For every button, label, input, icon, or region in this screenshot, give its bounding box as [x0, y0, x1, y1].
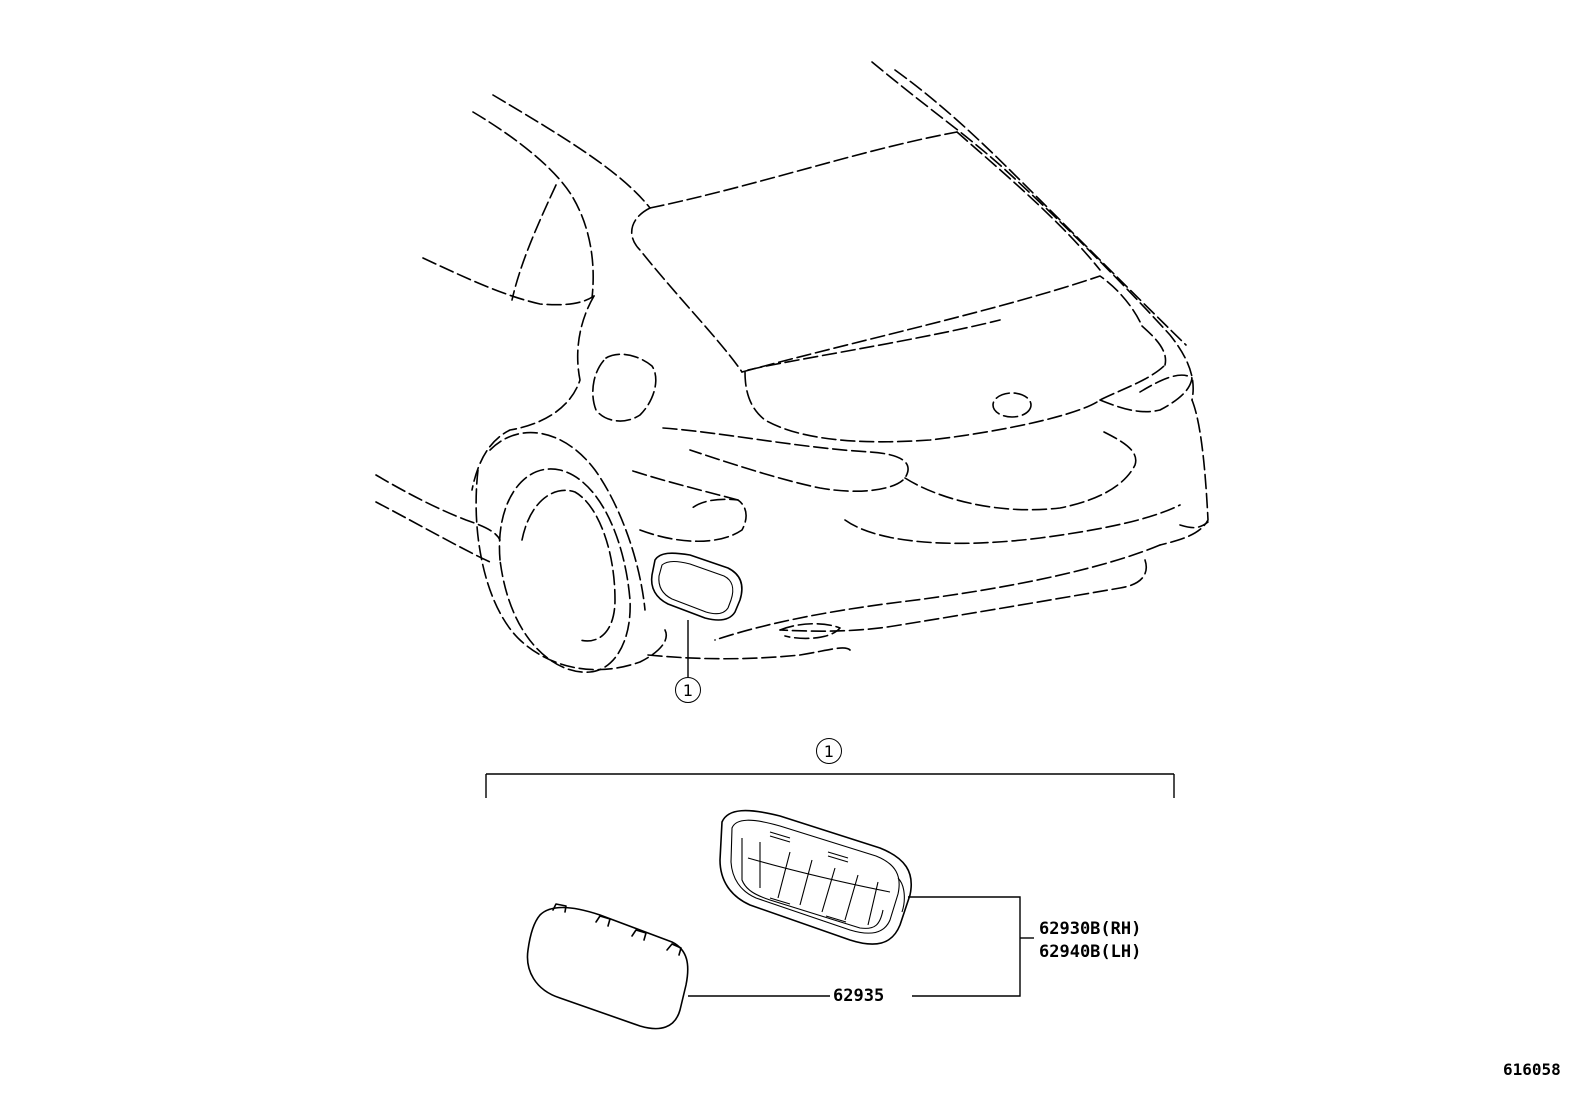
assembly-bracket [485, 773, 1175, 798]
part-number-62940b-lh: 62940B(LH) [1039, 942, 1142, 962]
part-number-62930b-rh: 62930B(RH) [1039, 919, 1142, 939]
vent-part-drawing [719, 809, 912, 945]
cover-part-drawing [526, 903, 689, 1030]
callout-marker-assembly: 1 [816, 738, 842, 764]
part-leader-lines [688, 896, 1034, 997]
vehicle-outline [375, 61, 1209, 673]
part-number-62935: 62935 [833, 986, 885, 1006]
callout-marker-vehicle: 1 [675, 677, 701, 703]
diagram-id: 616058 [1503, 1060, 1561, 1079]
installed-vent-location [650, 552, 743, 621]
